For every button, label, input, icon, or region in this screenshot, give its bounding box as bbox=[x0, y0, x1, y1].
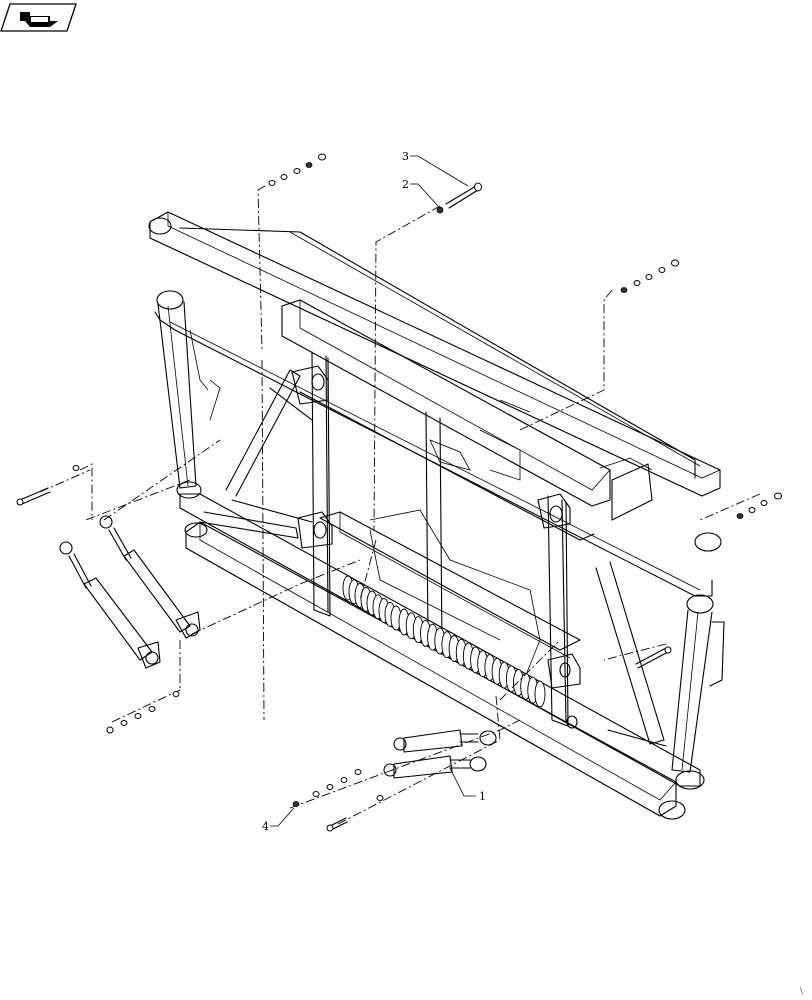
shock-absorber-bottom-lower bbox=[383, 755, 487, 779]
callout-number-1: 1 bbox=[479, 790, 486, 803]
hardware-stack-top-right bbox=[620, 259, 679, 293]
assembly-centerlines bbox=[39, 185, 761, 825]
bolt-item-3 bbox=[445, 182, 482, 209]
callout-1: 1 bbox=[449, 767, 486, 803]
callout-number-3: 3 bbox=[402, 150, 409, 163]
hardware-fasteners bbox=[16, 153, 782, 832]
callout-number-4: 4 bbox=[262, 820, 269, 833]
callout-3: 3 bbox=[402, 150, 469, 187]
shock-absorber-bottom-upper bbox=[393, 729, 497, 753]
hardware-stack-bottom-left bbox=[106, 691, 180, 734]
shock-absorber-left-lower bbox=[59, 541, 161, 669]
spring-coil bbox=[534, 680, 546, 708]
hardware-stack-top-left bbox=[268, 153, 326, 186]
page-turn-arrow-icon bbox=[20, 12, 58, 27]
nav-icon-button[interactable] bbox=[0, 3, 77, 32]
hardware-stack-bottom-center bbox=[292, 769, 384, 832]
hardware-stack-right bbox=[635, 492, 782, 669]
washer-item-2 bbox=[436, 206, 444, 214]
callout-2: 2 bbox=[402, 178, 439, 207]
callout-4: 4 bbox=[262, 807, 295, 833]
frame-assembly bbox=[148, 211, 725, 820]
shock-absorber-left-upper bbox=[99, 515, 201, 639]
callout-number-2: 2 bbox=[402, 178, 409, 191]
corner-mark: \ bbox=[800, 987, 804, 997]
hardware-stack-left bbox=[16, 465, 80, 506]
spring-coils bbox=[342, 575, 546, 708]
